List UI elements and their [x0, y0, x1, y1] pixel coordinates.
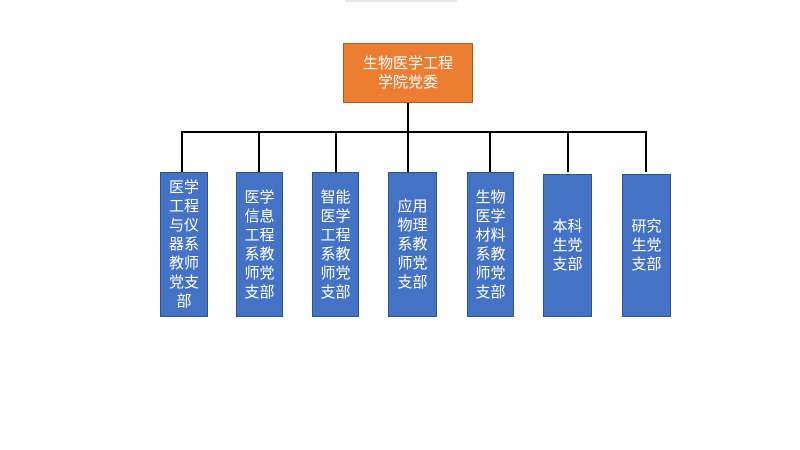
connector-branch-6: [567, 131, 569, 172]
connector-branch-1: [181, 131, 183, 172]
child-node-1-label: 医学工程与仪器系教师党支部: [168, 178, 199, 310]
child-node-6: 本科生党支部: [543, 174, 592, 317]
child-node-6-label: 本科生党支部: [552, 217, 583, 273]
child-node-3-label: 智能医学工程系教师党支部: [320, 187, 351, 301]
child-node-5-label: 生物医学材料系教师党支部: [475, 187, 506, 301]
child-node-3: 智能医学工程系教师党支部: [312, 172, 359, 317]
connector-horizontal-bus: [181, 131, 647, 133]
child-node-7: 研究生党支部: [622, 174, 671, 317]
child-node-1: 医学工程与仪器系教师党支部: [160, 172, 208, 317]
child-node-7-label: 研究生党支部: [631, 217, 662, 273]
connector-root-trunk: [407, 103, 409, 132]
connector-branch-5: [489, 131, 491, 172]
connector-branch-4: [407, 131, 409, 172]
connector-branch-7: [645, 131, 647, 172]
child-node-2: 医学信息工程系教师党支部: [236, 172, 283, 317]
child-node-2-label: 医学信息工程系教师党支部: [244, 187, 275, 301]
child-node-4: 应用物理系教师党支部: [388, 172, 437, 317]
child-node-4-label: 应用物理系教师党支部: [397, 197, 428, 291]
root-node: 生物医学工程学院党委: [343, 43, 473, 103]
connector-branch-3: [335, 131, 337, 172]
child-node-5: 生物医学材料系教师党支部: [467, 172, 514, 317]
connector-branch-2: [258, 131, 260, 172]
top-strip: [345, 0, 457, 2]
root-node-label: 生物医学工程学院党委: [362, 54, 453, 91]
